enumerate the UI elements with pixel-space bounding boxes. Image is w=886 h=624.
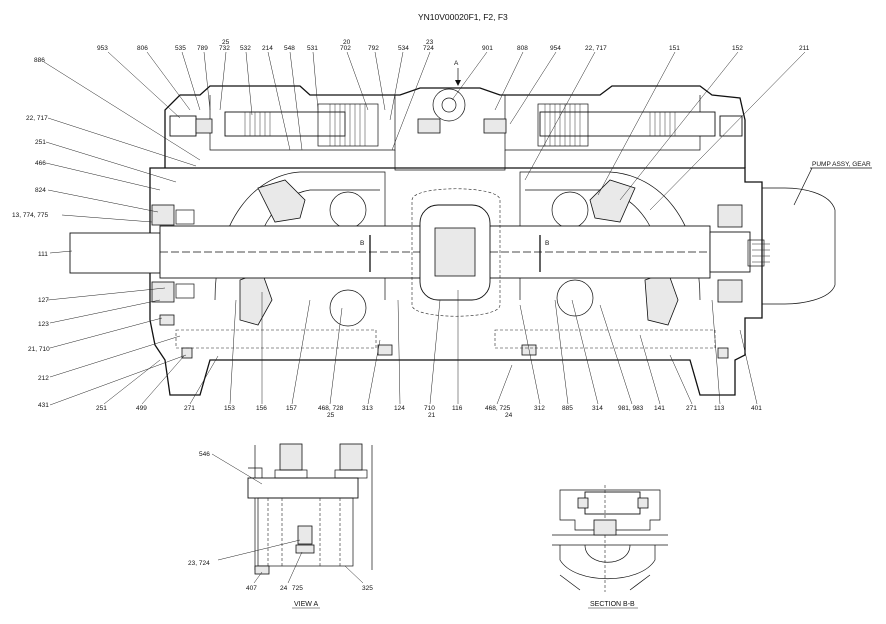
label-211: 211: [799, 45, 810, 52]
label-124: 124: [394, 405, 405, 412]
label-24-bottom: 24: [505, 412, 513, 419]
label-251-bottom: 251: [96, 405, 107, 412]
label-13-774-775: 13, 774, 775: [12, 212, 49, 219]
label-702: 702: [340, 45, 351, 52]
label-156: 156: [256, 405, 267, 412]
label-123: 123: [38, 321, 49, 328]
label-25: 25: [222, 39, 230, 46]
main-pump-section: B B A PUMP ASSY, GEAR: [69, 60, 872, 396]
label-271-right: 271: [686, 405, 697, 412]
label-157: 157: [286, 405, 297, 412]
label-401: 401: [751, 405, 762, 412]
label-724: 724: [423, 45, 434, 52]
section-b-b-detail: SECTION B-B: [552, 485, 668, 609]
label-806: 806: [137, 45, 148, 52]
label-21-bottom: 21: [428, 412, 436, 419]
label-22-717-top: 22, 717: [585, 45, 607, 52]
label-214: 214: [262, 45, 273, 52]
labels-top: 953 806 535 789 25 732 532 214 548 531 2…: [97, 39, 810, 52]
label-466: 466: [35, 160, 46, 167]
section-marker-right: B: [545, 240, 549, 247]
label-499: 499: [136, 405, 147, 412]
leader-lines: [43, 51, 806, 406]
label-314: 314: [592, 405, 603, 412]
view-a-caption: VIEW A: [294, 601, 318, 608]
label-23-724-viewa: 23, 724: [188, 560, 210, 567]
label-152: 152: [732, 45, 743, 52]
view-a-arrow-label: A: [454, 60, 459, 67]
label-111: 111: [38, 251, 48, 258]
label-431: 431: [38, 402, 49, 409]
label-532: 532: [240, 45, 251, 52]
label-116: 116: [452, 405, 463, 412]
labels-left: 886 22, 717 251 466 824 13, 774, 775 111…: [12, 57, 50, 409]
label-151: 151: [669, 45, 680, 52]
section-marker-left: B: [360, 240, 364, 247]
label-407: 407: [246, 585, 257, 592]
label-20: 20: [343, 39, 351, 46]
label-789: 789: [197, 45, 208, 52]
label-792: 792: [368, 45, 379, 52]
label-732: 732: [219, 45, 230, 52]
label-954: 954: [550, 45, 561, 52]
label-535: 535: [175, 45, 186, 52]
label-312: 312: [534, 405, 545, 412]
label-153: 153: [224, 405, 235, 412]
label-251-left: 251: [35, 139, 46, 146]
label-981-983: 981, 983: [618, 405, 644, 412]
label-901: 901: [482, 45, 493, 52]
label-21-710: 21, 710: [28, 346, 50, 353]
label-885: 885: [562, 405, 573, 412]
label-468-728: 468, 728: [318, 405, 344, 412]
label-725-viewa: 725: [292, 585, 303, 592]
label-546: 546: [199, 451, 210, 458]
label-127: 127: [38, 297, 49, 304]
label-271-left: 271: [184, 405, 195, 412]
label-531: 531: [307, 45, 318, 52]
label-325: 325: [362, 585, 373, 592]
drawing-title: YN10V00020F1, F2, F3: [418, 12, 508, 22]
label-953: 953: [97, 45, 108, 52]
label-710: 710: [424, 405, 435, 412]
view-a-detail: 546 23, 724 407 24 725 325 VIEW A: [188, 443, 373, 609]
label-25-bottom: 25: [327, 412, 335, 419]
section-caption: SECTION B-B: [590, 601, 635, 608]
labels-bottom: 251 499 271 153 156 157 468, 728 25 313 …: [96, 405, 762, 419]
label-22-717-left: 22, 717: [26, 115, 48, 122]
label-534: 534: [398, 45, 409, 52]
label-212: 212: [38, 375, 49, 382]
label-113: 113: [714, 405, 725, 412]
label-468-725: 468, 725: [485, 405, 511, 412]
label-886: 886: [34, 57, 45, 64]
label-23: 23: [426, 39, 434, 46]
label-548: 548: [284, 45, 295, 52]
label-24-viewa: 24: [280, 585, 288, 592]
label-824: 824: [35, 187, 46, 194]
label-808: 808: [517, 45, 528, 52]
pump-assy-note: PUMP ASSY, GEAR: [812, 161, 871, 168]
label-313: 313: [362, 405, 373, 412]
label-141: 141: [654, 405, 665, 412]
